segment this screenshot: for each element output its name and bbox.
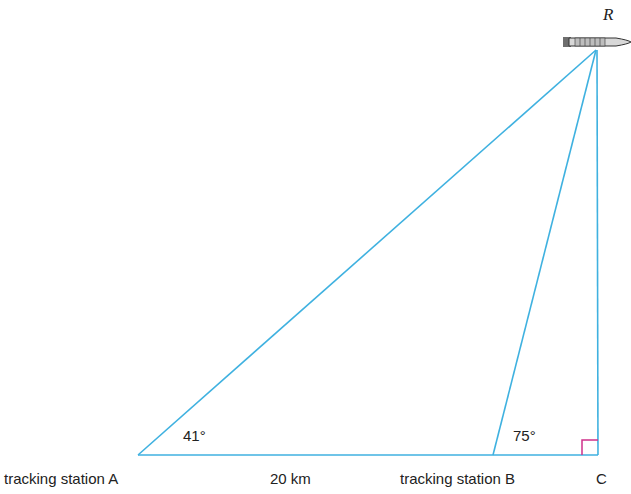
right-angle-marker — [582, 440, 598, 455]
triangle-lines — [138, 50, 598, 455]
point-label: C — [596, 471, 607, 486]
angle-label: 41° — [183, 428, 206, 443]
line-r-c — [597, 50, 598, 455]
rocket-icon — [563, 37, 631, 47]
station-label: tracking station A — [4, 471, 118, 486]
point-label: R — [603, 6, 613, 23]
ground-line — [138, 454, 598, 456]
dimension-label: 20 km — [270, 471, 311, 486]
angle-label: 75° — [513, 428, 536, 443]
station-label: tracking station B — [400, 471, 515, 486]
line-a-r — [138, 50, 596, 455]
line-b-r — [493, 50, 596, 455]
